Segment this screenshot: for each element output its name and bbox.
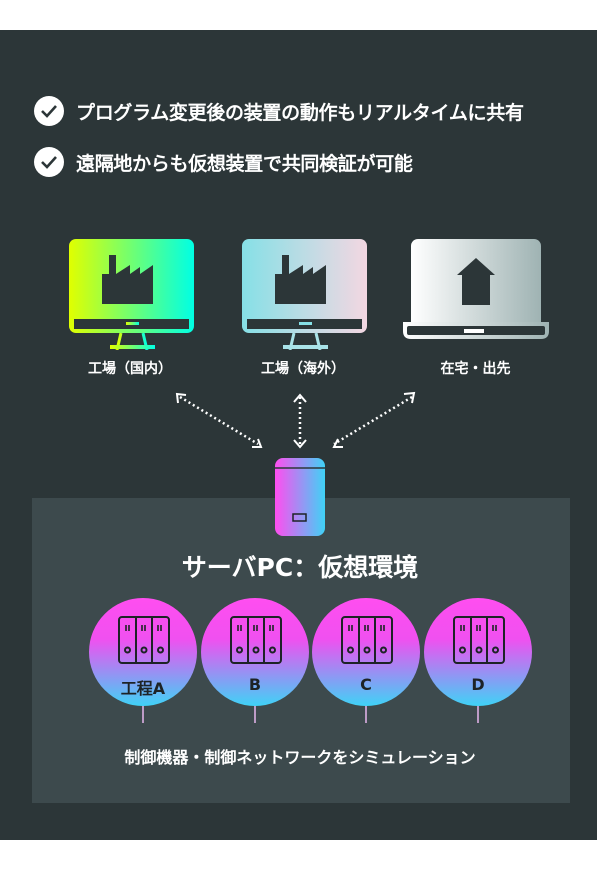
controller-icon — [118, 616, 170, 664]
controller-icon — [341, 616, 393, 664]
checklist-text: 遠隔地からも仮想装置で共同検証が可能 — [76, 152, 413, 175]
server-title: サーバPC：仮想環境 — [181, 553, 419, 582]
arrow-home — [333, 395, 413, 446]
checklist-item: 遠隔地からも仮想装置で共同検証が可能 — [34, 147, 413, 177]
node-label: B — [248, 675, 262, 694]
node-label: D — [471, 675, 485, 694]
check-circle-icon — [34, 147, 64, 177]
device-factory-overseas: 工場（海外） — [233, 238, 373, 378]
controller-icon — [453, 616, 505, 664]
server-icon — [275, 458, 325, 536]
node-label: 工程A — [120, 679, 166, 698]
checklist-text: プログラム変更後の装置の動作もリアルタイムに共有 — [76, 101, 524, 124]
controller-icon — [230, 616, 282, 664]
device-label: 在宅・出先 — [440, 361, 511, 377]
node-label: C — [360, 675, 372, 694]
device-home-remote: 在宅・出先 — [398, 238, 553, 378]
factory-monitor-icon — [69, 239, 194, 350]
node-c: C — [312, 598, 420, 706]
arrow-domestic — [179, 395, 259, 446]
house-laptop-icon — [402, 239, 549, 339]
device-label: 工場（海外） — [261, 361, 345, 377]
simulation-caption: 制御機器・制御ネットワークをシミュレーション — [124, 748, 476, 767]
checklist-item: プログラム変更後の装置の動作もリアルタイムに共有 — [34, 96, 524, 126]
device-label: 工場（国内） — [88, 361, 172, 377]
node-b: B — [201, 598, 309, 706]
factory-monitor-icon — [242, 239, 367, 350]
check-circle-icon — [34, 96, 64, 126]
node-process-a: 工程A — [89, 598, 197, 706]
device-factory-domestic: 工場（国内） — [60, 238, 200, 378]
node-d: D — [424, 598, 532, 706]
